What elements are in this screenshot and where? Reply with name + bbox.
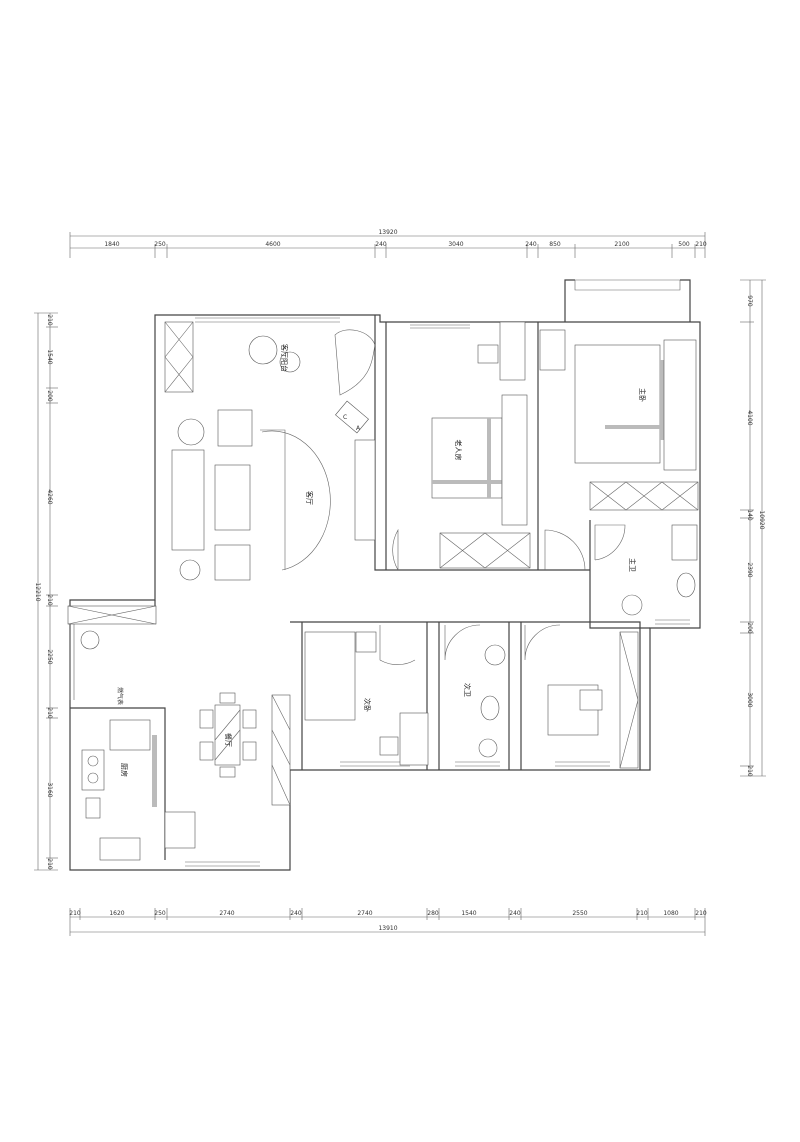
dim-label: 4100 [746,410,753,425]
label-dining: 餐厅 [224,733,233,747]
dim-label: 140 [746,509,753,521]
dim-label: 850 [549,241,561,248]
dim-label: 3040 [448,241,463,248]
dim-label: 4600 [265,241,280,248]
label-gas-meter: 燃气表 [116,687,124,705]
dim-label: 250 [154,241,166,248]
label-elder-room: 老人房 [454,440,463,461]
label-second-bath: 次卫 [463,683,472,697]
dim-label: 200 [46,390,53,402]
dim-label: 1540 [461,910,476,917]
dim-label: 2550 [572,910,587,917]
furniture: C A [67,321,699,861]
left-dimensions: 210 1540 200 4260 210 2250 210 3160 210 … [34,312,58,871]
dim-label: 240 [290,910,302,917]
dim-label: 1620 [109,910,124,917]
dim-label: 4260 [46,489,53,504]
tv-label-c: C [343,414,347,421]
dim-label: 240 [525,241,537,248]
dim-label: 240 [375,241,387,248]
dim-label: 3000 [746,692,753,707]
dim-label: 2250 [46,649,53,664]
dim-label: 250 [154,910,166,917]
dim-label: 210 [695,241,707,248]
dim-label: 1080 [663,910,678,917]
top-dimensions: 13920 1840 250 4600 240 3040 240 850 210… [69,229,707,258]
room-labels: 客厅 客厅阳台 老人房 主卧 主卫 次卧 次卫 餐厅 厨房 燃气表 [116,344,647,777]
dim-label: 210 [46,707,53,719]
left-total: 12210 [34,582,41,601]
right-dimensions: 970 4100 140 2390 200 3000 210 10920 [740,279,766,777]
dim-label: 210 [69,910,81,917]
dim-label: 970 [746,295,753,307]
dim-label: 240 [509,910,521,917]
dim-label: 500 [678,241,690,248]
dim-label: 2740 [219,910,234,917]
label-living-balcony: 客厅阳台 [280,344,289,372]
dim-label: 280 [427,910,439,917]
bottom-total: 13910 [378,925,397,932]
dim-label: 210 [695,910,707,917]
label-master-bath: 主卫 [628,558,637,572]
dim-label: 210 [746,765,753,777]
label-master-bed: 主卧 [638,388,647,402]
dim-label: 2390 [746,562,753,577]
label-kitchen: 厨房 [120,763,129,777]
dim-label: 2740 [357,910,372,917]
tv-label-a: A [356,425,361,432]
dim-label: 210 [46,314,53,326]
dim-label: 3160 [46,782,53,797]
top-total: 13920 [378,229,397,236]
dim-label: 210 [46,858,53,870]
dim-label: 210 [46,594,53,606]
label-living: 客厅 [305,491,314,505]
walls [69,279,701,871]
dim-label: 1840 [104,241,119,248]
dim-label: 200 [746,622,753,634]
bottom-dimensions: 210 1620 250 2740 240 2740 280 1540 240 … [69,908,707,936]
dim-label: 210 [636,910,648,917]
right-total: 10920 [758,510,765,529]
dim-label: 1540 [46,349,53,364]
label-second-bed: 次卧 [363,698,372,712]
doors [379,524,626,665]
dim-label: 2100 [614,241,629,248]
